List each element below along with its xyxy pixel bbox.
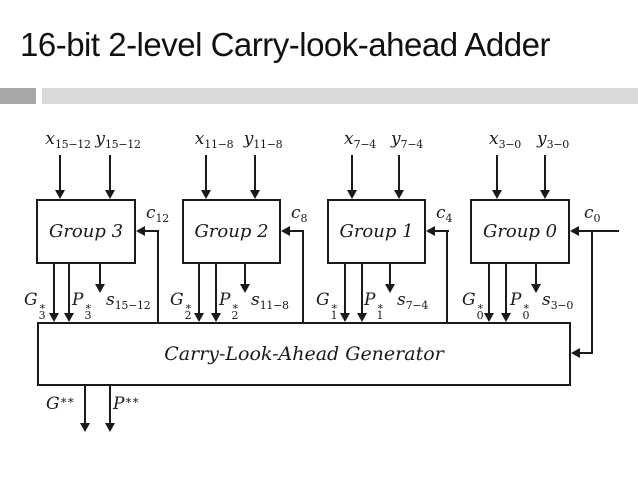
wire-group-3-g-out: [53, 264, 55, 314]
group-2-g-out-label: G∗2: [170, 290, 193, 322]
arrowhead-group-3-p-out: [64, 313, 74, 322]
wire-group-0-y-input: [544, 155, 546, 191]
group-3-y-input-label: y15−12: [95, 129, 141, 151]
wire-carry-c12-vertical: [157, 230, 159, 322]
arrowhead-group-1-sum-out: [385, 284, 395, 293]
wire-group-0-g-out: [488, 264, 490, 314]
group-1-p-out-label: P∗1: [364, 290, 384, 322]
carry-c4-label: c4: [436, 203, 453, 225]
arrowhead-group-2-g-out: [194, 313, 204, 322]
wire-group-3-x-input: [59, 155, 61, 191]
arrowhead-carry-c0-group0: [570, 226, 579, 236]
arrowhead-generator-g-out: [80, 423, 90, 432]
wire-generator-g-out: [84, 386, 86, 424]
arrowhead-carry-c8: [281, 226, 290, 236]
group-3-x-input-label: x15−12: [45, 129, 91, 151]
group-0-box: Group 0: [470, 199, 570, 264]
arrowhead-group-0-x-input: [492, 190, 502, 199]
arrowhead-group-1-g-out: [340, 313, 350, 322]
cla-generator-label: Carry-Look-Ahead Generator: [164, 343, 444, 365]
wire-carry-c0-vertical: [591, 230, 593, 354]
wire-generator-p-out: [109, 386, 111, 424]
arrowhead-carry-c12: [136, 226, 145, 236]
group-0-g-out-label: G∗0: [462, 290, 485, 322]
group-3-g-out-label: G∗3: [24, 290, 47, 322]
arrowhead-group-3-y-input: [105, 190, 115, 199]
group-0-x-input-label: x3−0: [489, 129, 521, 151]
wire-carry-c12-horizontal: [145, 230, 159, 232]
arrowhead-group-1-p-out: [357, 313, 367, 322]
arrowhead-group-0-g-out: [484, 313, 494, 322]
wire-group-3-y-input: [109, 155, 111, 191]
group-2-x-input-label: x11−8: [194, 129, 234, 151]
group-0-p-out-label: P∗0: [510, 290, 530, 322]
group-1-label: Group 1: [339, 221, 414, 242]
cla-generator-box: Carry-Look-Ahead Generator: [37, 322, 571, 386]
page-title: 16-bit 2-level Carry-look-ahead Adder: [20, 26, 550, 63]
group-3-sum-label: s15−12: [106, 290, 151, 312]
generator-p-out-label: P∗∗: [113, 393, 140, 414]
group-2-box: Group 2: [182, 199, 281, 264]
carry-c12-label: c12: [146, 203, 169, 225]
group-1-x-input-label: x7−4: [344, 129, 376, 151]
wire-carry-c4-vertical: [446, 230, 448, 322]
arrowhead-group-0-sum-out: [531, 284, 541, 293]
group-2-y-input-label: y11−8: [243, 129, 283, 151]
wire-group-1-p-out: [361, 264, 363, 314]
generator-g-out-label: G∗∗: [46, 393, 75, 414]
wire-carry-c8-vertical: [302, 230, 304, 322]
group-1-box: Group 1: [327, 199, 426, 264]
wire-group-1-y-input: [398, 155, 400, 191]
wire-group-1-g-out: [344, 264, 346, 314]
arrowhead-group-0-p-out: [501, 313, 511, 322]
wire-group-1-sum-out: [389, 264, 391, 285]
group-0-y-input-label: y3−0: [537, 129, 569, 151]
group-3-label: Group 3: [48, 221, 124, 242]
arrowhead-group-1-y-input: [394, 190, 404, 199]
wire-group-3-p-out: [68, 264, 70, 314]
arrowhead-group-2-p-out: [211, 313, 221, 322]
group-0-sum-label: s3−0: [542, 290, 574, 312]
group-3-p-out-label: P∗3: [72, 290, 92, 322]
wire-group-2-x-input: [205, 155, 207, 191]
group-1-sum-label: s7−4: [397, 290, 429, 312]
group-2-sum-label: s11−8: [251, 290, 289, 312]
arrowhead-group-0-y-input: [540, 190, 550, 199]
group-2-p-out-label: P∗2: [219, 290, 239, 322]
group-0-label: Group 0: [482, 221, 558, 242]
wire-group-0-p-out: [505, 264, 507, 314]
group-1-y-input-label: y7−4: [391, 129, 423, 151]
wire-group-1-x-input: [351, 155, 353, 191]
wire-group-0-x-input: [496, 155, 498, 191]
carry-c8-label: c8: [291, 203, 308, 225]
arrowhead-group-3-x-input: [55, 190, 65, 199]
arrowhead-generator-p-out: [105, 423, 115, 432]
wire-carry-c4-horizontal: [435, 230, 449, 232]
arrowhead-group-3-g-out: [49, 313, 59, 322]
arrowhead-group-2-x-input: [201, 190, 211, 199]
wire-group-2-y-input: [254, 155, 256, 191]
wire-group-0-sum-out: [535, 264, 537, 285]
accent-bar-dark: [0, 88, 36, 104]
arrowhead-group-2-sum-out: [240, 284, 250, 293]
wire-group-2-g-out: [198, 264, 200, 314]
arrowhead-group-3-sum-out: [95, 284, 105, 293]
group-1-g-out-label: G∗1: [316, 290, 339, 322]
wire-group-3-sum-out: [99, 264, 101, 285]
wire-group-2-p-out: [215, 264, 217, 314]
wire-carry-c8-horizontal: [290, 230, 304, 232]
carry-c0-label: c0: [584, 203, 601, 225]
accent-bar-light: [42, 88, 638, 104]
wire-carry-c0-horizontal: [579, 230, 619, 232]
group-3-box: Group 3: [36, 199, 136, 264]
wire-carry-c0-to-generator: [580, 352, 592, 354]
wire-group-2-sum-out: [244, 264, 246, 285]
arrowhead-group-1-x-input: [347, 190, 357, 199]
arrowhead-carry-c4: [426, 226, 435, 236]
arrowhead-group-2-y-input: [250, 190, 260, 199]
arrowhead-carry-c0-generator: [571, 348, 580, 358]
group-2-label: Group 2: [194, 221, 269, 242]
